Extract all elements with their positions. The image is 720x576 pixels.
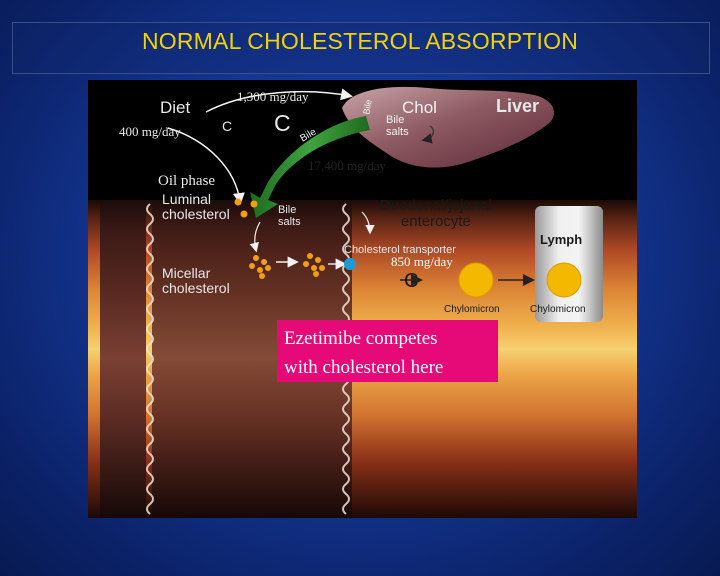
micellar-cholesterol-line-1: Micellar (162, 265, 211, 281)
micellar-cholesterol-label: Micellar cholesterol (162, 266, 230, 296)
luminal-cholesterol-line-2: cholesterol (162, 206, 230, 222)
ezetimibe-callout: Ezetimibe competes with cholesterol here (277, 320, 498, 382)
diagram-canvas (88, 86, 637, 518)
lumen-left (100, 200, 146, 518)
bile-arrow (250, 116, 370, 218)
cholesterol-transporter-icon (344, 258, 356, 270)
bile-salts-liver-line-1: Bile (386, 114, 405, 126)
title-frame (12, 22, 710, 74)
liver-internal-arrow (421, 125, 435, 144)
slide-title: NORMAL CHOLESTEROL ABSORPTION (141, 28, 579, 54)
micelle-cluster-2 (303, 253, 325, 277)
diet-c-label: C (222, 118, 233, 134)
chylomicron-lymph (546, 262, 582, 298)
liver-label: Liver (496, 96, 540, 116)
big-c-label: C (274, 110, 291, 136)
micellar-cholesterol-line-2: cholesterol (162, 280, 230, 296)
chol-label: Chol (402, 98, 437, 117)
callout-line-2: with cholesterol here (284, 357, 444, 378)
lymph-label: Lymph (540, 232, 583, 247)
callout-line-1: Ezetimibe competes (284, 328, 438, 349)
bile-salts-lumen-line-1: Bile (278, 204, 297, 216)
micelle-cluster-1 (249, 255, 271, 279)
bile-salts-lumen-line-2: salts (278, 216, 301, 228)
bile-salts-liver-line-2: salts (386, 126, 409, 138)
luminal-cholesterol-line-1: Luminal (162, 191, 212, 207)
bile-salts-lumen-label: Bile salts (278, 204, 301, 228)
absorption-diagram: Liver Diet C Chol C Bile Bile Bile salts… (88, 80, 637, 518)
enterocyte-line-1: Duodenal/jejunal (380, 197, 492, 214)
flow-arrow-diet (167, 127, 245, 205)
enterocyte-label: Duodenal/jejunal enterocyte (380, 198, 492, 230)
enterocyte-c-label: C (404, 270, 419, 292)
villi-edge-left (146, 203, 154, 515)
top-flow-label: 1,300 mg/day (237, 89, 309, 104)
oil-phase-label: Oil phase (158, 173, 216, 189)
diet-flow-label: 400 mg/day (119, 124, 181, 139)
chylomicron-enterocyte (458, 262, 494, 298)
chylomicron-label-1: Chylomicron (444, 304, 500, 315)
liver-organ (342, 86, 554, 168)
diet-label: Diet (160, 98, 191, 117)
bile-salts-liver-label: Bile salts (386, 114, 409, 138)
flow-arrow-lumen (249, 221, 261, 253)
enterocyte-line-2: enterocyte (400, 213, 471, 230)
absorbed-flow-label: 850 mg/day (391, 254, 453, 269)
bile-flow-label: 17,400 mg/day (308, 158, 386, 173)
flow-arrow-duodenal (361, 211, 375, 235)
flow-arrow-top (205, 88, 353, 113)
luminal-cholesterol-label: Luminal cholesterol (162, 192, 230, 222)
luminal-droplets (234, 198, 258, 218)
chylomicron-label-2: Chylomicron (530, 304, 586, 315)
transporter-label: Cholesterol transporter (344, 244, 456, 256)
